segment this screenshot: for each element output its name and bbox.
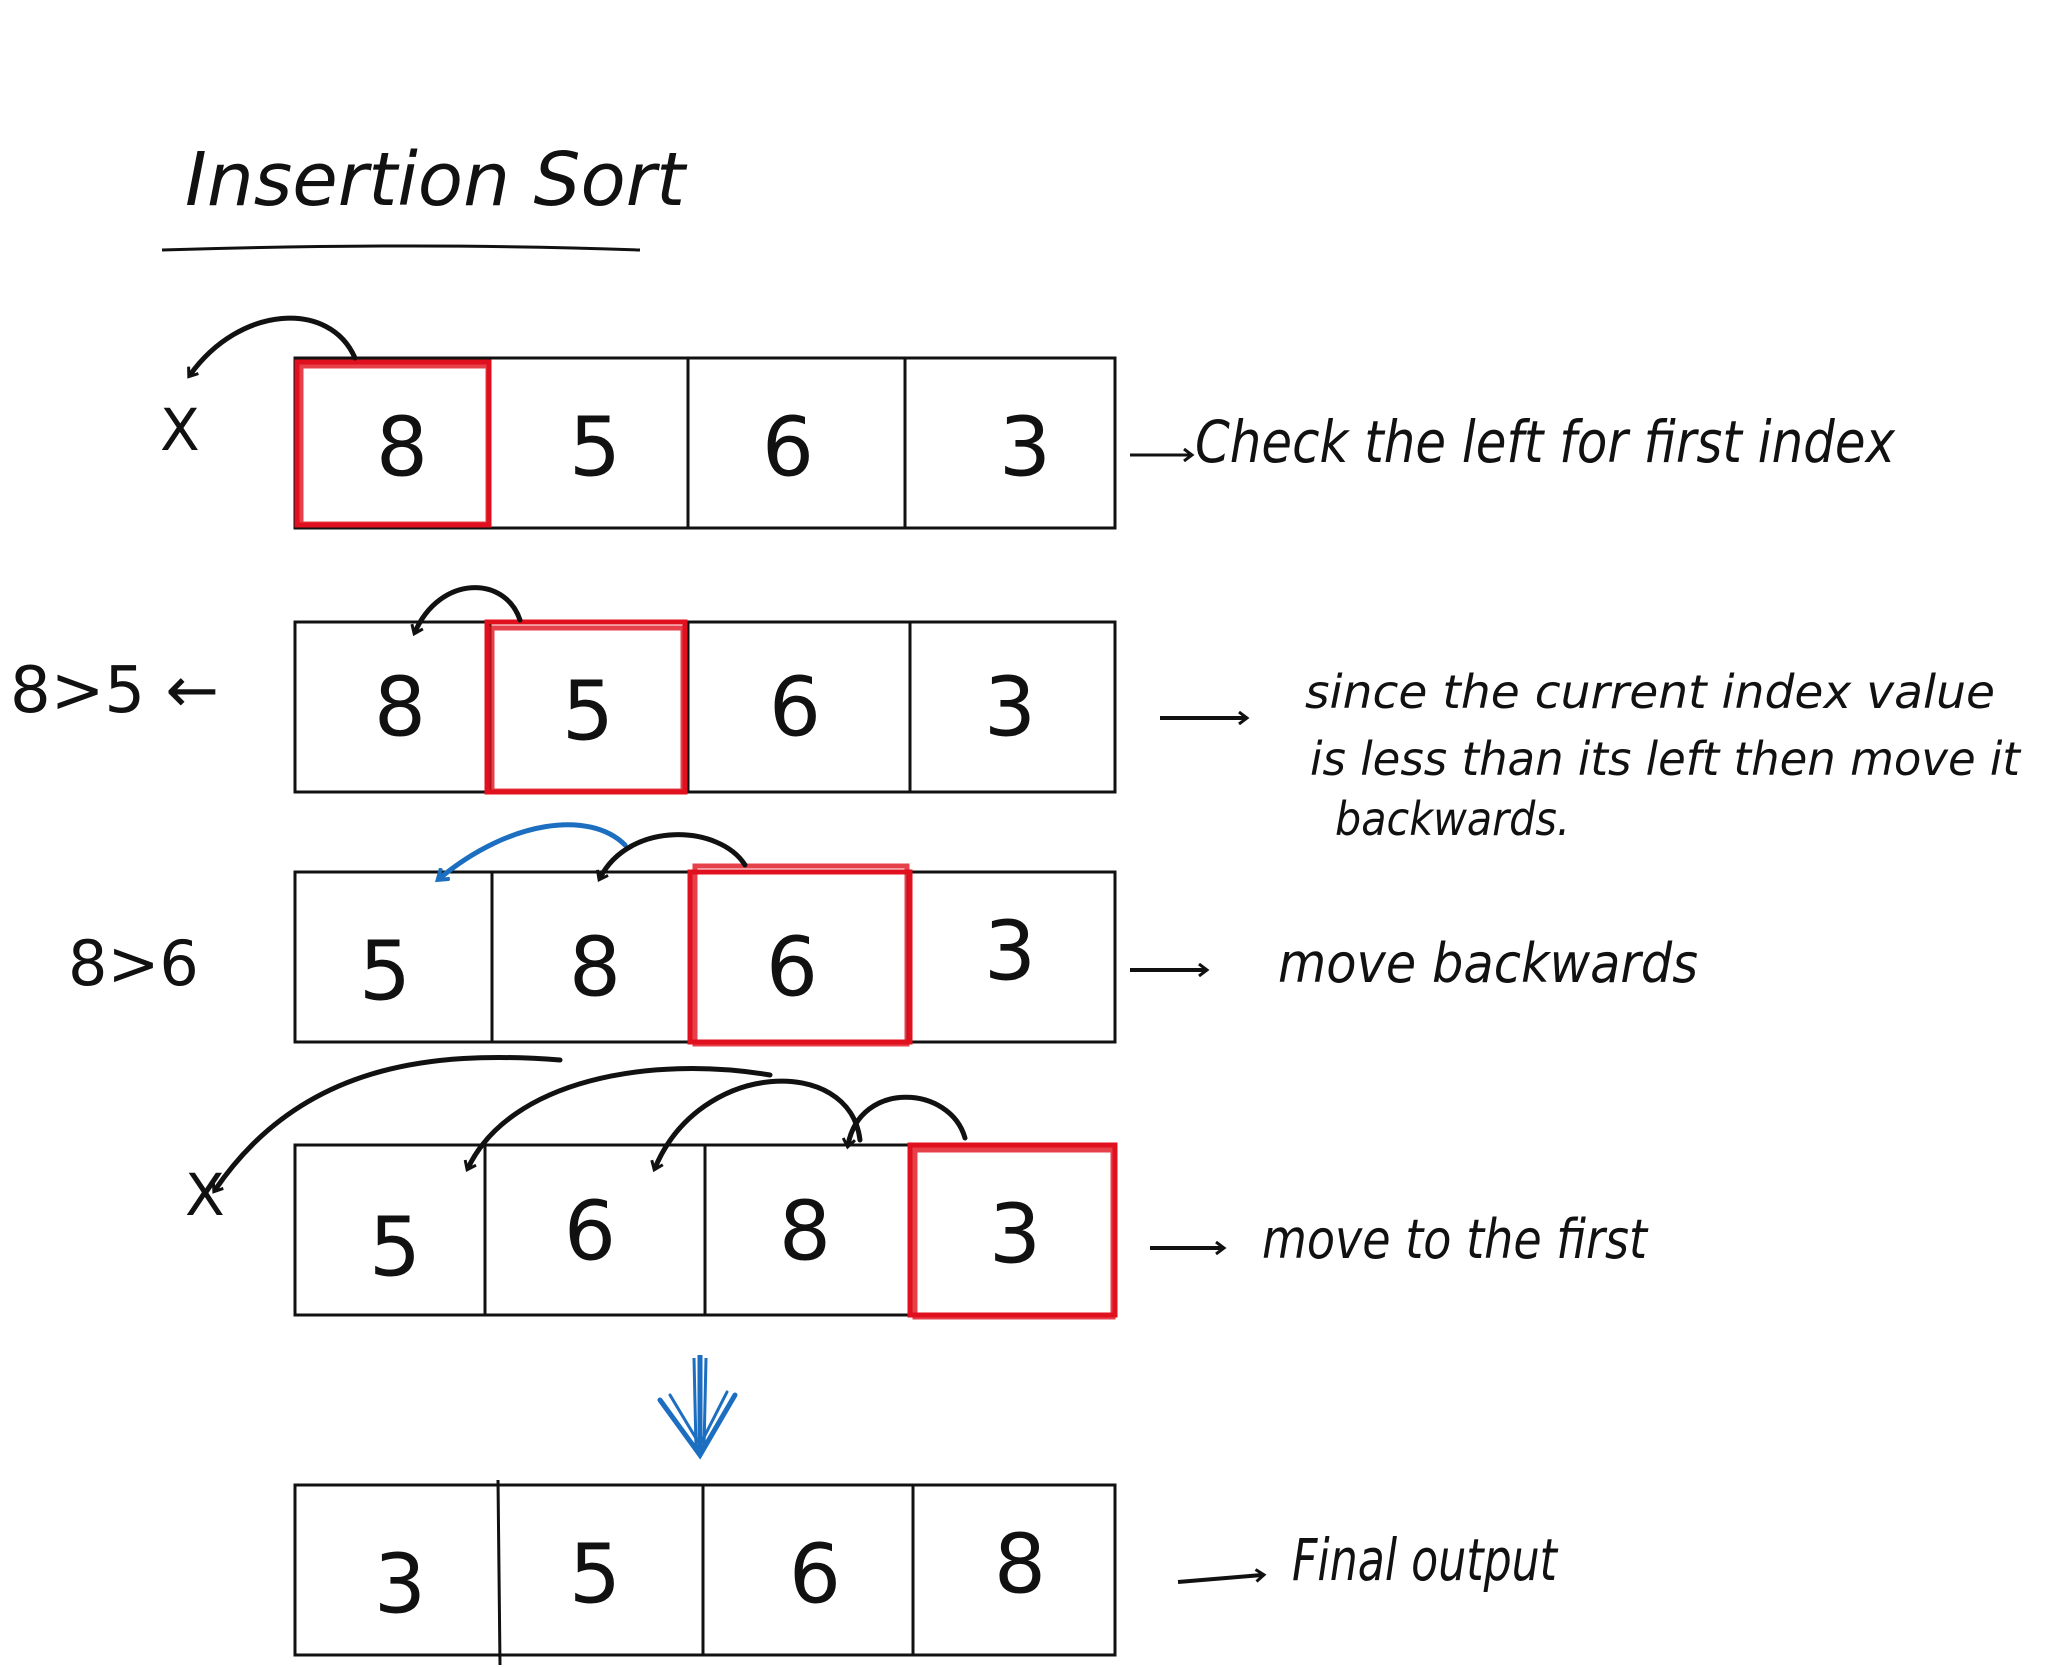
array-cell-value: 3 [999,401,1051,496]
step-left-note: X [160,396,200,464]
title-underline [161,244,641,252]
shift-arrow [848,1094,968,1145]
step-left-note: 8>6 [68,927,199,1000]
array-cell-value: 5 [562,665,614,760]
step-note: move to the first [1262,1208,1649,1271]
array-cell-value: 8 [374,661,426,756]
step-5: 3 5 6 8 Final output [293,1479,1559,1666]
current-index-highlight-sketch [692,863,910,1047]
step-3: 5 8 6 3 8>6 move backwards [68,822,1698,1047]
array-cell-value: 6 [766,921,818,1016]
step-note-line: is less than its left then move it [1310,732,2022,786]
step-note-line: backwards. [1335,792,1570,846]
check-left-arrow [190,315,358,375]
step-note: Check the left for first index [1195,408,1896,476]
array-cell-value: 6 [789,1528,841,1623]
step-left-note: X [185,1161,225,1229]
array-cell-value: 5 [569,401,621,496]
compare-left-arrow [600,832,748,878]
array-cell-value: 3 [989,1188,1041,1283]
array-frame [293,1483,1117,1657]
step-note: move backwards [1278,932,1698,995]
note-arrow [1177,1575,1262,1584]
step-left-note: 8>5 ← [10,654,219,728]
step-2: 8 5 6 3 8>5 ← since the current index va… [10,585,2022,846]
array-cell-value: 3 [374,1538,426,1633]
array-cell-value: 8 [569,921,621,1016]
array-cell-value: 5 [569,1528,621,1623]
step-1: 8 5 6 3 X Check the left for first index [160,315,1896,530]
cell-divider [496,1479,502,1666]
step-4: 5 6 8 3 X move to the first [185,1054,1649,1320]
array-cell-value: 3 [984,661,1036,756]
shift-arrow [468,1066,773,1168]
step-note-line: since the current index value [1305,665,1995,719]
array-cell-value: 3 [984,905,1036,1000]
array-cell-value: 6 [762,401,814,496]
array-cell-value: 8 [779,1185,831,1280]
step-note: Final output [1292,1526,1559,1594]
array-cell-value: 8 [994,1518,1046,1613]
result-down-arrow [657,1355,738,1460]
array-cell-value: 5 [369,1201,421,1296]
blue-shift-arrow [440,822,628,878]
array-cell-value: 5 [359,925,411,1020]
diagram-title: Insertion Sort [185,137,688,223]
array-cell-value: 6 [769,661,821,756]
array-frame [293,620,1117,794]
array-cell-value: 6 [564,1185,616,1280]
compare-left-arrow [415,585,523,632]
shift-arrow [655,1078,863,1168]
array-cell-value: 8 [376,401,428,496]
current-index-highlight-sketch [489,625,686,794]
current-index-highlight-sketch [298,363,491,527]
current-index-highlight-sketch [912,1147,1116,1320]
shift-arrow [215,1054,563,1190]
